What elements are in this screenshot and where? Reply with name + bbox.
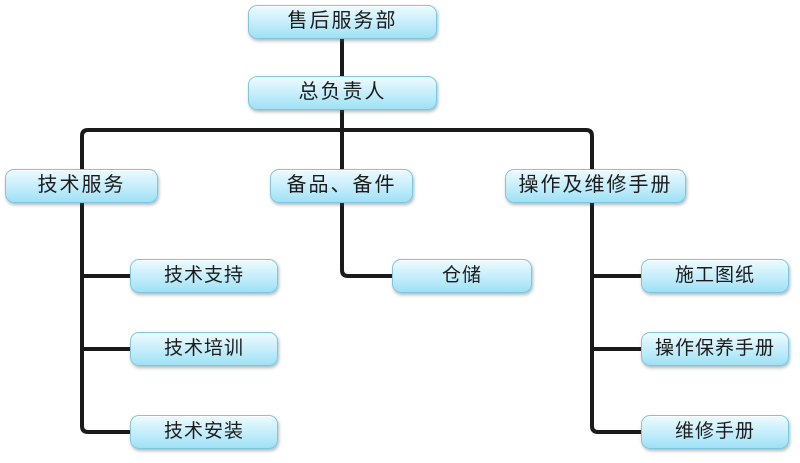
node-leaf-technical-training-label: 技术培训 (163, 337, 244, 359)
connector-bus-right (342, 128, 594, 169)
node-leaf-construction-drawings-label: 施工图纸 (674, 264, 755, 286)
node-leaf-technical-installation-label: 技术安装 (163, 420, 244, 442)
connector-center-trunk (340, 203, 392, 278)
node-general-manager[interactable]: 总负责人 (248, 76, 437, 110)
node-branch-operation-maintenance-manual-label: 操作及维修手册 (518, 174, 673, 196)
node-leaf-repair-manual-label: 维修手册 (674, 420, 755, 442)
node-root-label: 售后服务部 (287, 10, 398, 32)
node-leaf-technical-installation[interactable]: 技术安装 (130, 415, 278, 449)
node-leaf-technical-support[interactable]: 技术支持 (130, 259, 278, 293)
node-leaf-construction-drawings[interactable]: 施工图纸 (641, 259, 789, 293)
node-leaf-operation-maintenance-handbook[interactable]: 操作保养手册 (641, 332, 789, 366)
node-branch-spare-parts[interactable]: 备品、备件 (270, 169, 413, 203)
node-leaf-repair-manual[interactable]: 维修手册 (641, 415, 789, 449)
connector-right-trunk (590, 203, 641, 434)
node-leaf-operation-maintenance-handbook-label: 操作保养手册 (654, 337, 775, 359)
connector-left-trunk (80, 203, 130, 434)
node-leaf-warehousing[interactable]: 仓储 (392, 259, 532, 293)
node-branch-spare-parts-label: 备品、备件 (286, 174, 397, 196)
node-branch-technical-service[interactable]: 技术服务 (5, 169, 158, 203)
node-branch-operation-maintenance-manual[interactable]: 操作及维修手册 (505, 169, 686, 203)
node-leaf-technical-support-label: 技术支持 (163, 264, 244, 286)
node-leaf-warehousing-label: 仓储 (441, 264, 482, 286)
node-general-manager-label: 总负责人 (298, 81, 387, 103)
node-leaf-technical-training[interactable]: 技术培训 (130, 332, 278, 366)
node-branch-technical-service-label: 技术服务 (37, 174, 126, 196)
connector-bus-left (80, 128, 342, 169)
node-root-after-sales-dept[interactable]: 售后服务部 (248, 5, 437, 39)
